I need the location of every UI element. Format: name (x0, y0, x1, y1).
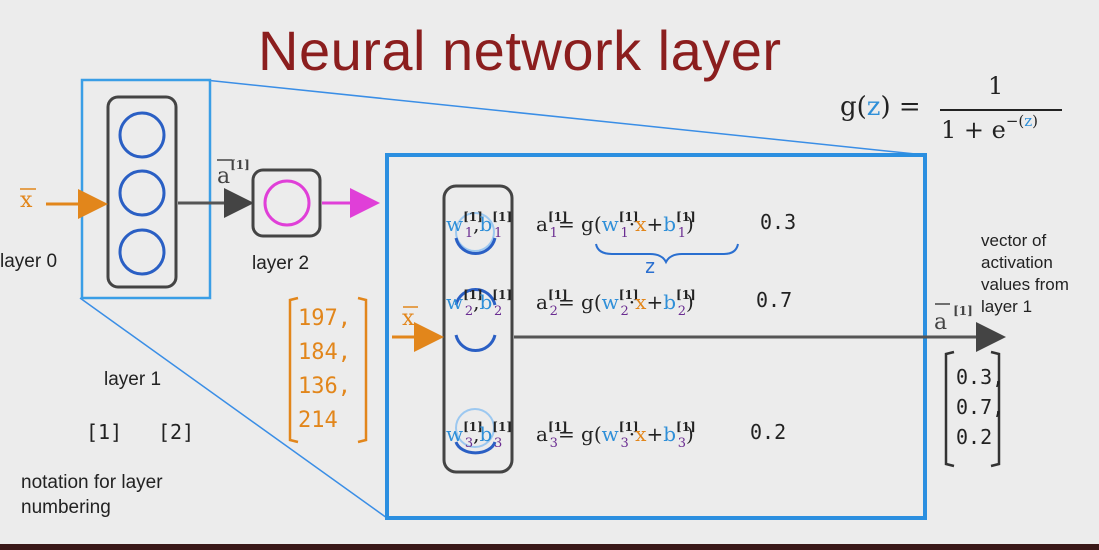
output-value: 0.7, (956, 395, 1005, 419)
layer1-label: layer 1 (104, 369, 162, 390)
layer1-container (106, 95, 178, 289)
notation-caption: notation for layer numbering (21, 472, 163, 518)
neuron-2-equation: a[1]2= g(w[1]2·x+b[1]2) (536, 288, 696, 319)
output-vector: 0.3, 0.7, 0.2 (956, 362, 1004, 452)
neuron-3-params: w[1]3,b[1]3 (446, 420, 513, 451)
neuron-1-params: w[1]1,b[1]1 (446, 210, 513, 241)
bottom-bar (0, 544, 1099, 550)
neuron-1-equation: a[1]1= g(w[1]1·x+b[1]1) (536, 210, 696, 241)
zoom-layer-container (442, 184, 514, 474)
output-value: 0.3, (956, 365, 1005, 389)
z-brace (595, 243, 739, 265)
layer1-neuron-1 (118, 111, 166, 159)
neuron-1-value: 0.3 (760, 210, 797, 234)
z-label: z (644, 254, 657, 278)
input-value: 197, (298, 306, 351, 331)
layer2-label: layer 2 (252, 253, 310, 274)
sigmoid-denominator: 1 + e−(z) (941, 112, 1039, 144)
neuron-2-value: 0.7 (756, 288, 793, 312)
layer1-neuron-2 (118, 169, 166, 217)
zoom-line-bottom (79, 297, 388, 519)
zoom-neuron-3-circle (455, 408, 495, 448)
neuron-2-params: w[1]2,b[1]2 (446, 288, 513, 319)
output-value: 0.2 (956, 425, 993, 449)
zoom-neuron-1-circle (455, 212, 495, 252)
output-a-label: a[1] (934, 304, 973, 335)
input-value: 136, (298, 374, 351, 399)
sigmoid-numerator: 1 (988, 72, 1004, 100)
zoom-line-top (204, 79, 926, 156)
output-caption: vector of activation values from layer 1 (981, 231, 1069, 316)
input-values: 197, 184, 136, 214 (298, 302, 351, 438)
zoom-neuron-2-top (454, 288, 497, 306)
layer1-neuron-3 (118, 228, 166, 276)
input-value: 184, (298, 340, 351, 365)
neuron-3-value: 0.2 (750, 420, 787, 444)
layer2-container (251, 168, 322, 238)
input-x-label: x (20, 188, 33, 213)
neuron-3-equation: a[1]3= g(w[1]3·x+b[1]3) (536, 420, 696, 451)
sigmoid-lhs: g(z) = (840, 92, 921, 122)
zoom-neuron-2-bottom (454, 334, 497, 352)
page-title: Neural network layer (258, 19, 782, 82)
layer0-label: layer 0 (0, 251, 58, 272)
layer2-neuron (263, 179, 311, 227)
input-value: 214 (298, 408, 338, 433)
notation-2: [2] (158, 420, 195, 444)
activation-label: a[1] (217, 158, 250, 189)
zoom-input-x-label: x (402, 306, 415, 331)
notation-1: [1] (86, 420, 123, 444)
